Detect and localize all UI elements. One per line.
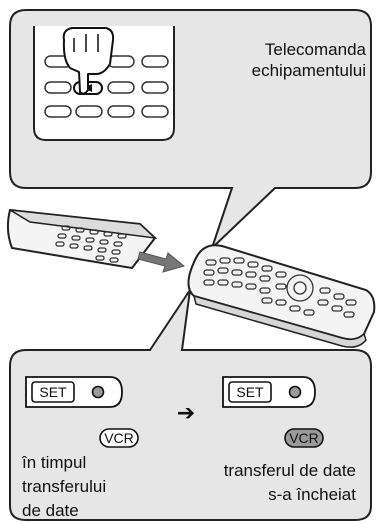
transfer-arrow-icon [137,251,186,273]
indicator-light-icon [91,385,105,399]
set-button-label-before: SET [39,384,67,400]
set-button-before: SET [25,376,123,408]
set-button-after: SET [222,376,316,408]
set-button-label-after: SET [236,384,264,400]
state-arrow: ➔ [177,401,195,426]
state-during-transfer-caption: în timpul transferului de date [22,453,107,520]
state-transfer-done-caption: transferul de date s-a încheiat [223,461,356,504]
indicator-light-icon-after [288,385,302,399]
vcr-indicator-after: VCR [284,428,324,448]
bottom-callout-bubble [9,289,372,521]
pointing-hand-icon [62,27,115,95]
vcr-label-before: VCR [104,430,134,446]
remote-control-icon [6,208,158,270]
dvd-vcr-remote-icon [187,244,376,348]
vcr-label-after: VCR [289,430,319,446]
equipment-remote-caption: Telecomanda echipamentului [251,40,366,80]
vcr-indicator-before: VCR [99,428,139,448]
